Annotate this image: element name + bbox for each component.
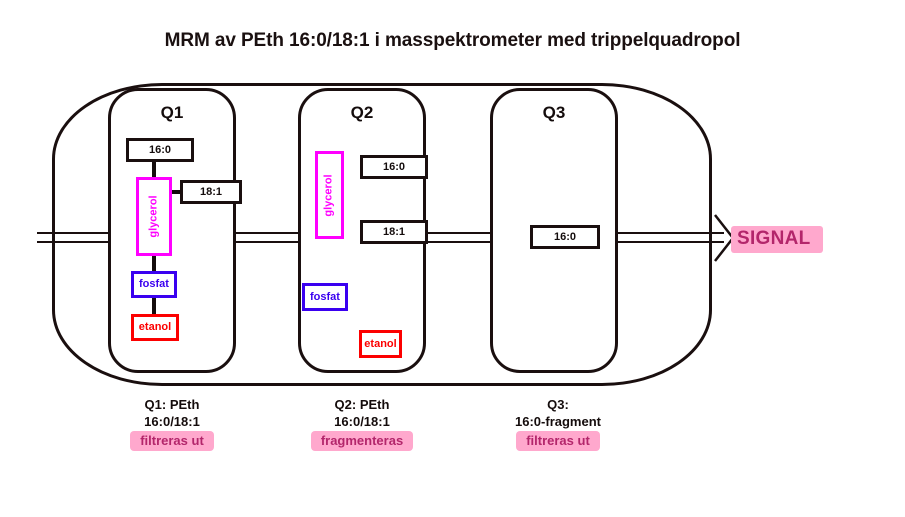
bond-fosfat-etanol — [152, 297, 156, 315]
bond-16-0-glycerol — [152, 161, 156, 178]
q1-fatty-acid-16-0: 16:0 — [126, 138, 194, 162]
bond-glycerol-fosfat — [152, 255, 156, 272]
q1-glycerol-label: glycerol — [147, 195, 160, 238]
caption-q2: Q2: PEth 16:0/18:1 fragmenteras — [262, 396, 462, 451]
caption-q1-line1: Q1: PEth — [144, 397, 200, 412]
signal-label: SIGNAL — [731, 226, 823, 253]
caption-q3: Q3: 16:0-fragment filtreras ut — [458, 396, 658, 451]
q1-fatty-acid-16-0-label: 16:0 — [148, 143, 172, 156]
caption-q2-line1: Q2: PEth — [334, 397, 390, 412]
q2-fatty-acid-16-0-label: 16:0 — [382, 160, 406, 173]
q3-fatty-acid-16-0-label: 16:0 — [553, 230, 577, 243]
ion-beam-q1-to-q2 — [233, 232, 303, 243]
quadrupole-q3-label: Q3 — [542, 103, 566, 122]
q1-fosfat-label: fosfat — [139, 278, 169, 290]
caption-q1-line2: 16:0/18:1 — [144, 414, 200, 429]
caption-q2-line2: 16:0/18:1 — [334, 414, 390, 429]
q2-fatty-acid-16-0: 16:0 — [360, 155, 428, 179]
q2-glycerol-label: glycerol — [323, 173, 335, 217]
bond-glycerol-18-1 — [170, 190, 182, 194]
ion-beam-inlet — [37, 232, 111, 243]
q2-etanol-label: etanol — [364, 337, 397, 350]
q2-fatty-acid-18-1: 18:1 — [360, 220, 428, 244]
page-title: MRM av PEth 16:0/18:1 i masspektrometer … — [164, 30, 741, 51]
caption-q1-highlight: filtreras ut — [130, 431, 214, 451]
q2-fosfat: fosfat — [302, 283, 348, 311]
ion-beam-q2-to-q3 — [424, 232, 494, 243]
q2-glycerol: glycerol — [315, 151, 344, 239]
ion-beam-outlet — [616, 232, 724, 243]
q1-fosfat: fosfat — [131, 271, 177, 298]
q2-fosfat-label: fosfat — [310, 290, 340, 303]
quadrupole-q2-label: Q2 — [350, 103, 374, 122]
caption-q3-line2: 16:0-fragment — [515, 414, 601, 429]
quadrupole-q1-label: Q1 — [160, 103, 184, 122]
caption-q3-highlight: filtreras ut — [516, 431, 600, 451]
caption-q3-line1: Q3: — [547, 397, 569, 412]
caption-q2-highlight: fragmenteras — [310, 431, 414, 451]
q1-fatty-acid-18-1: 18:1 — [180, 180, 242, 204]
q1-etanol: etanol — [131, 314, 179, 341]
q1-etanol-label: etanol — [138, 321, 172, 333]
q3-fatty-acid-16-0: 16:0 — [530, 225, 600, 249]
q1-fatty-acid-18-1-label: 18:1 — [199, 185, 223, 198]
caption-q1: Q1: PEth 16:0/18:1 filtreras ut — [72, 396, 272, 451]
mass-spectrometer-shell — [52, 83, 712, 386]
q1-glycerol: glycerol — [136, 177, 172, 256]
q2-etanol: etanol — [359, 330, 402, 358]
q2-fatty-acid-18-1-label: 18:1 — [382, 225, 406, 238]
